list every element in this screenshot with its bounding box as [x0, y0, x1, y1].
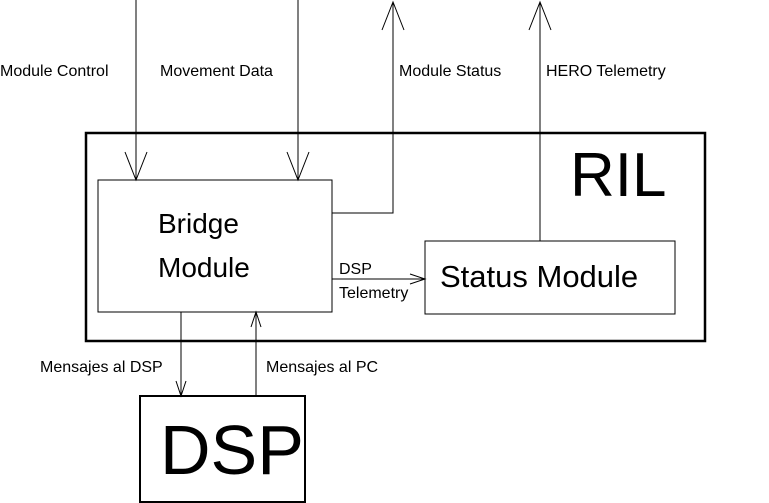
status-module-box — [424, 240, 676, 315]
bridge-module-label-line2: Module — [158, 252, 250, 283]
movement-data-label: Movement Data — [160, 63, 273, 80]
hero-telemetry-arrow — [528, 0, 552, 241]
dsp-box — [139, 395, 306, 503]
module-status-label: Module Status — [399, 63, 501, 80]
movement-data-arrow — [286, 0, 310, 182]
dsp-telemetry-label-line1: DSP — [339, 261, 372, 278]
dsp-label: DSP — [160, 411, 304, 489]
ril-label: RIL — [570, 141, 666, 210]
module-control-label: Module Control — [0, 63, 109, 80]
mensajes-al-dsp-label: Mensajes al DSP — [40, 359, 163, 376]
module-control-arrow — [124, 0, 148, 182]
mensajes-al-pc-arrow — [250, 310, 262, 396]
bridge-module-box — [97, 179, 333, 313]
bridge-module-label-line1: Bridge — [158, 208, 239, 239]
hero-telemetry-label: HERO Telemetry — [546, 63, 666, 80]
dsp-telemetry-label-line2: Telemetry — [339, 285, 408, 302]
mensajes-al-pc-label: Mensajes al PC — [266, 359, 378, 376]
ril-container-box — [84, 131, 707, 343]
status-module-label: Status Module — [440, 259, 638, 294]
dsp-telemetry-arrow — [332, 273, 427, 285]
module-status-arrow — [332, 0, 405, 214]
mensajes-al-dsp-arrow — [175, 312, 187, 398]
